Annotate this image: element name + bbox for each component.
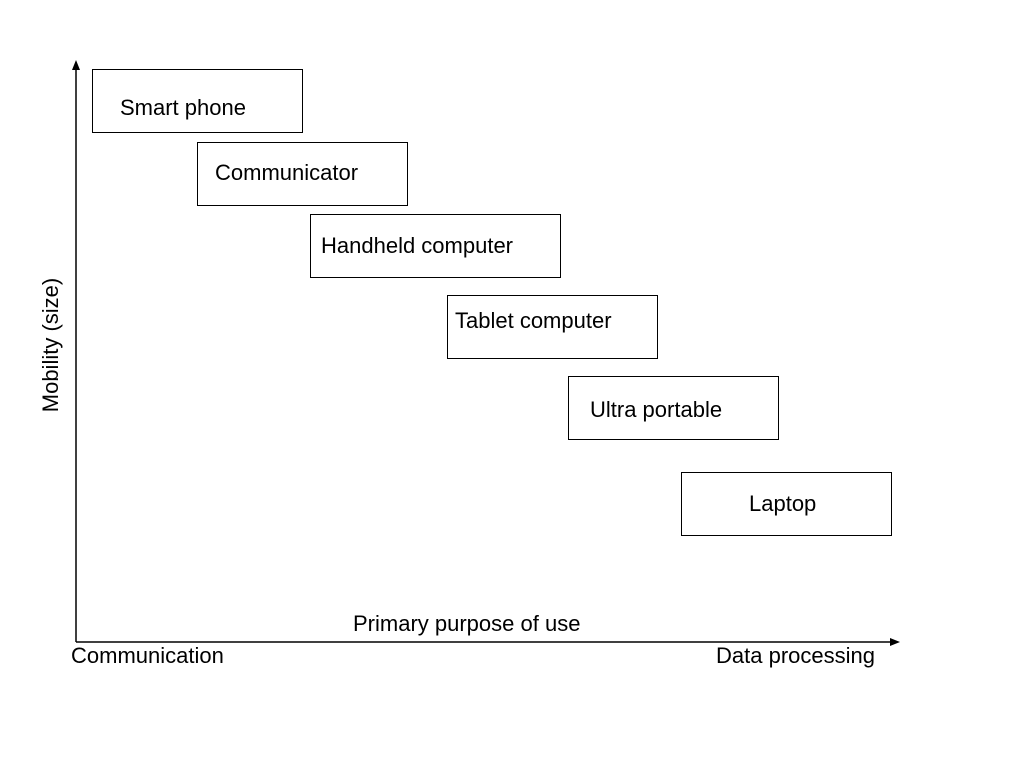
category-label-ultra-portable: Ultra portable xyxy=(590,397,723,422)
category-label-smart-phone: Smart phone xyxy=(120,95,246,120)
category-box-tablet-computer: Tablet computer xyxy=(447,295,658,359)
category-label-tablet-computer: Tablet computer xyxy=(455,308,612,333)
x-axis-label: Primary purpose of use xyxy=(353,611,581,636)
y-axis-label: Mobility (size) xyxy=(38,277,63,413)
x-axis-arrowhead xyxy=(890,638,900,646)
x-axis-right-end-label: Data processing xyxy=(716,643,875,668)
x-axis-left-end-label: Communication xyxy=(71,643,224,668)
category-box-laptop: Laptop xyxy=(681,472,892,536)
y-axis-arrowhead xyxy=(72,60,80,70)
category-box-ultra-portable: Ultra portable xyxy=(568,376,779,440)
category-box-communicator: Communicator xyxy=(197,142,408,206)
category-label-handheld-computer: Handheld computer xyxy=(321,233,514,258)
category-box-handheld-computer: Handheld computer xyxy=(310,214,561,278)
category-label-communicator: Communicator xyxy=(215,160,359,185)
category-label-laptop: Laptop xyxy=(749,491,817,516)
category-box-smart-phone: Smart phone xyxy=(92,69,303,133)
